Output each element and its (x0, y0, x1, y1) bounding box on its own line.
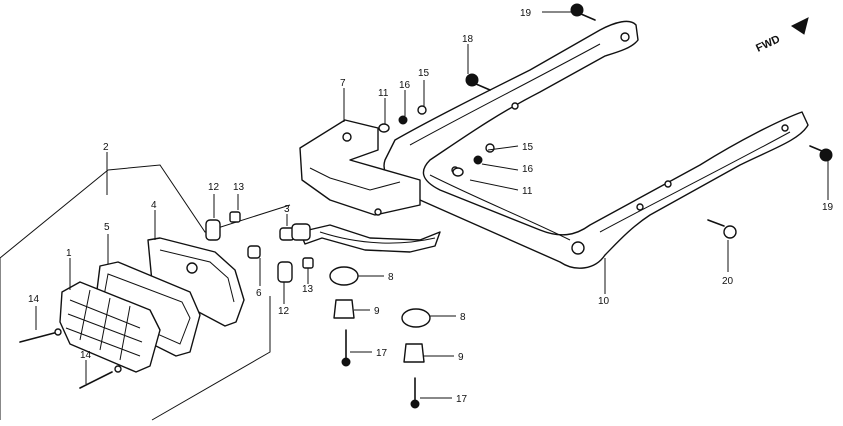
collars-and-bolts (205, 211, 314, 283)
callout-17b: 17 (456, 394, 468, 405)
callout-11b: 11 (522, 186, 533, 197)
callout-11a: 11 (378, 88, 389, 99)
callout-9b: 9 (458, 352, 464, 363)
lens-screws (19, 328, 122, 389)
callout-4: 4 (151, 200, 157, 211)
callout-2: 2 (103, 142, 109, 153)
rubber-mounts (329, 266, 431, 409)
direction-label: FWD (754, 33, 782, 54)
callout-6: 6 (256, 288, 262, 299)
callout-13a: 13 (233, 182, 245, 193)
wire-harness (299, 224, 441, 253)
socket (279, 223, 311, 241)
callout-8b: 8 (460, 312, 466, 323)
callout-12a: 12 (208, 182, 220, 193)
callout-16a: 16 (399, 80, 411, 91)
callout-19b: 19 (822, 202, 834, 213)
callout-5: 5 (104, 222, 110, 233)
callout-3: 3 (284, 204, 290, 215)
fwd-arrow-icon (791, 17, 809, 35)
callout-18: 18 (462, 34, 474, 45)
callout-15b: 15 (522, 142, 534, 153)
lamp-assembly-outline (0, 164, 291, 421)
callout-labels: 1 2 3 4 5 6 7 8 8 9 9 10 11 11 12 12 13 … (28, 8, 834, 405)
frame-bolts (378, 3, 833, 239)
lens (59, 281, 161, 373)
callout-8a: 8 (388, 272, 394, 283)
callout-12b: 12 (278, 306, 290, 317)
callout-19a: 19 (520, 8, 532, 19)
leader-lines (35, 11, 829, 399)
license-bracket (299, 119, 421, 216)
callout-17a: 17 (376, 348, 388, 359)
callout-14a: 14 (28, 294, 40, 305)
callout-20: 20 (722, 276, 734, 287)
callout-10: 10 (598, 296, 610, 307)
rear-frame (383, 20, 809, 269)
callout-13b: 13 (302, 284, 314, 295)
callout-14b: 14 (80, 350, 92, 361)
callout-9a: 9 (374, 306, 380, 317)
callout-1: 1 (66, 248, 72, 259)
callout-15a: 15 (418, 68, 430, 79)
callout-16b: 16 (522, 164, 534, 175)
callout-7: 7 (340, 78, 346, 89)
